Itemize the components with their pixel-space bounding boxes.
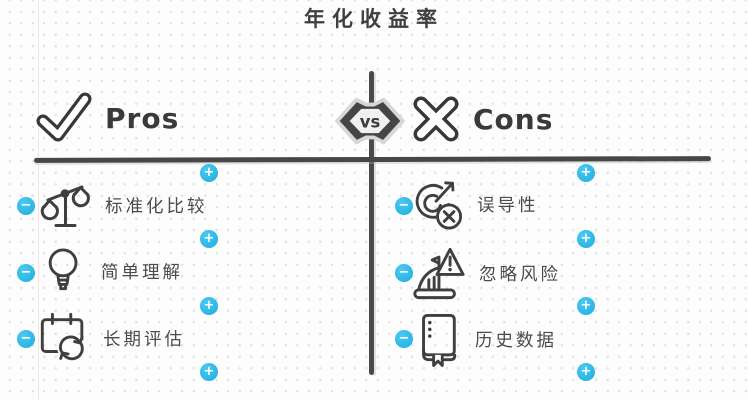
divider-vertical — [369, 71, 374, 375]
minus-icon: − — [20, 198, 32, 213]
add-item-button[interactable]: + — [200, 163, 218, 182]
plus-icon: + — [580, 364, 592, 379]
plus-icon: + — [580, 231, 592, 246]
page-title: 年化收益率 — [304, 6, 444, 31]
sailboat-warning-icon — [413, 247, 465, 300]
plus-icon: + — [580, 165, 592, 180]
cons-header: Cons — [410, 93, 553, 145]
pros-item-label: 简单理解 — [101, 262, 183, 283]
lightbulb-icon — [48, 248, 78, 291]
vs-arrows-icon: vs — [335, 97, 405, 145]
pros-item-label: 长期评估 — [103, 329, 185, 350]
cons-item[interactable]: 历史数据 — [412, 311, 557, 367]
minus-icon: − — [398, 331, 410, 346]
pros-header: Pros — [36, 90, 179, 146]
add-item-button[interactable]: + — [577, 163, 595, 182]
cons-header-label: Cons — [473, 102, 554, 136]
checkmark-icon — [36, 92, 92, 142]
add-item-button[interactable]: + — [200, 229, 218, 248]
minus-icon: − — [20, 331, 32, 346]
cons-item[interactable]: 误导性 — [412, 178, 539, 230]
add-item-button[interactable]: + — [200, 362, 218, 381]
vs-badge: vs — [333, 92, 407, 150]
target-miss-icon — [415, 181, 463, 230]
cons-item-label: 忽略风险 — [479, 264, 561, 285]
plus-icon: + — [203, 364, 215, 379]
plus-icon: + — [580, 298, 592, 313]
add-item-button[interactable]: + — [577, 296, 595, 315]
cross-icon — [413, 96, 459, 142]
pros-item-label: 标准化比较 — [105, 196, 208, 217]
minus-icon: − — [398, 198, 410, 213]
plus-icon: + — [203, 298, 215, 313]
add-item-button[interactable]: + — [577, 229, 595, 248]
pros-header-label: Pros — [105, 101, 180, 135]
paper-margin-line — [38, 0, 39, 400]
plus-icon: + — [203, 231, 215, 246]
cons-item-label: 历史数据 — [475, 330, 557, 351]
remove-item-button[interactable]: − — [395, 263, 413, 282]
calendar-refresh-icon — [40, 312, 86, 362]
pros-item[interactable]: 标准化比较 — [40, 179, 208, 231]
minus-icon: − — [20, 265, 32, 280]
remove-item-button[interactable]: − — [17, 196, 35, 215]
history-book-icon — [422, 314, 457, 367]
plus-icon: + — [203, 165, 215, 180]
pros-item[interactable]: 长期评估 — [38, 311, 185, 365]
cons-item[interactable]: 忽略风险 — [410, 245, 561, 301]
remove-item-button[interactable]: − — [17, 263, 35, 282]
divider-horizontal — [33, 156, 712, 163]
vs-label: vs — [360, 112, 380, 131]
balance-scale-icon — [40, 185, 90, 227]
pros-item[interactable]: 简单理解 — [42, 246, 183, 296]
add-item-button[interactable]: + — [200, 296, 218, 315]
remove-item-button[interactable]: − — [395, 196, 413, 215]
add-item-button[interactable]: + — [577, 362, 595, 381]
remove-item-button[interactable]: − — [395, 329, 413, 348]
cons-item-label: 误导性 — [477, 195, 539, 216]
minus-icon: − — [398, 265, 410, 280]
remove-item-button[interactable]: − — [17, 329, 35, 348]
